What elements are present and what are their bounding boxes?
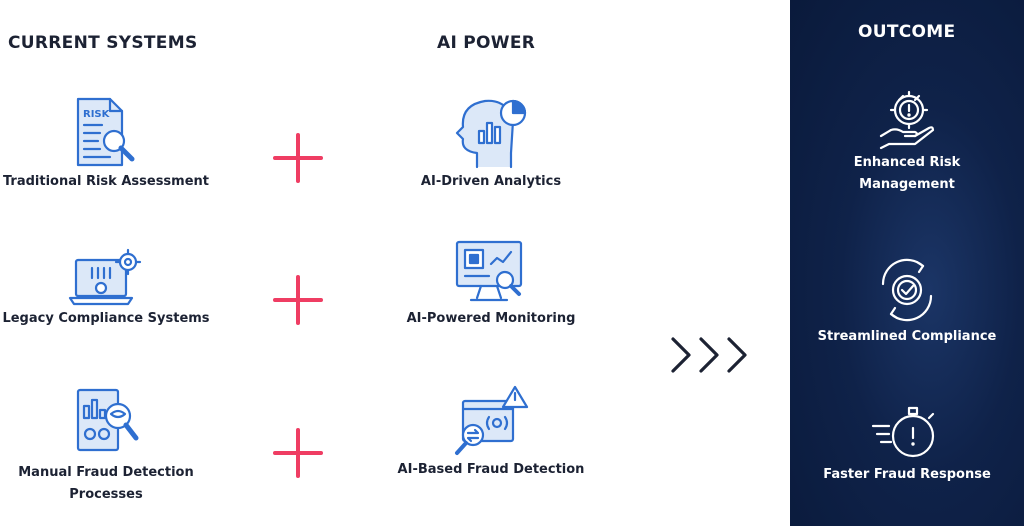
svg-text:RISK: RISK: [83, 109, 111, 120]
outcome-item-fraud-response: Faster Fraud Response: [790, 404, 1024, 486]
risk-document-icon: RISK: [76, 97, 135, 167]
ai-item-monitoring: AI-Powered Monitoring: [380, 236, 602, 330]
outcome-item-label-line1: Enhanced Risk: [853, 155, 961, 170]
outcome-panel: OUTCOME Enhanced Risk Management: [790, 0, 1024, 526]
hand-gear-alert-icon: [879, 90, 935, 150]
current-item-manual-fraud: Manual Fraud Detection Processes: [0, 386, 212, 506]
outcome-item-compliance: Streamlined Compliance: [790, 254, 1024, 348]
current-item-label: Traditional Risk Assessment: [2, 174, 210, 189]
gear-check-cycle-icon: [881, 258, 933, 322]
laptop-gear-icon: [68, 248, 142, 306]
current-item-label-line1: Manual Fraud Detection: [18, 465, 194, 480]
ai-item-analytics: AI-Driven Analytics: [380, 95, 602, 193]
outcome-item-label: Faster Fraud Response: [823, 467, 991, 482]
fraud-alert-window-icon: [455, 385, 529, 455]
ai-head-analytics-icon: [455, 99, 527, 169]
stopwatch-alert-icon: [871, 406, 935, 458]
plus-icon: [273, 428, 323, 478]
triple-chevron-icon: [671, 337, 747, 373]
ai-item-fraud-detection: AI-Based Fraud Detection: [380, 383, 602, 481]
outcome-item-label: Streamlined Compliance: [817, 329, 997, 344]
plus-icon: [273, 275, 323, 325]
current-item-label-line2: Processes: [69, 487, 143, 502]
fraud-report-icon: [76, 388, 139, 452]
outcome-item-risk-management: Enhanced Risk Management: [790, 88, 1024, 196]
current-item-risk-assessment: RISK Traditional Risk Assessment: [0, 95, 212, 193]
plus-icon: [273, 133, 323, 183]
ai-item-label: AI-Driven Analytics: [420, 174, 562, 189]
monitor-chip-icon: [455, 240, 523, 302]
ai-power-heading: AI POWER: [437, 33, 536, 53]
current-systems-heading: CURRENT SYSTEMS: [8, 33, 198, 53]
current-item-label: Legacy Compliance Systems: [2, 311, 210, 326]
ai-item-label: AI-Powered Monitoring: [406, 311, 576, 326]
outcome-item-label-line2: Management: [859, 177, 955, 192]
current-item-legacy-compliance: Legacy Compliance Systems: [0, 248, 212, 330]
outcome-heading: OUTCOME: [858, 22, 956, 42]
ai-item-label: AI-Based Fraud Detection: [397, 462, 585, 477]
